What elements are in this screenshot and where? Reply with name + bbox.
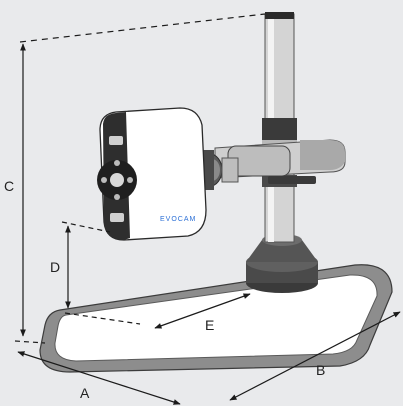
vertical-pillar — [262, 12, 297, 243]
dimension-lines — [14, 13, 401, 405]
dimension-c-label: C — [4, 178, 14, 194]
camera-brand-label: EVOCAM — [160, 216, 196, 223]
dimension-e-label: E — [205, 317, 214, 333]
dimension-d-label: D — [50, 259, 60, 275]
base-plate — [39, 264, 393, 373]
dimension-b-label: B — [316, 362, 325, 378]
pillar-foot — [246, 234, 318, 293]
camera-body: EVOCAM — [97, 107, 207, 241]
horizontal-arm — [214, 139, 346, 184]
dimension-a-label: A — [80, 385, 90, 401]
